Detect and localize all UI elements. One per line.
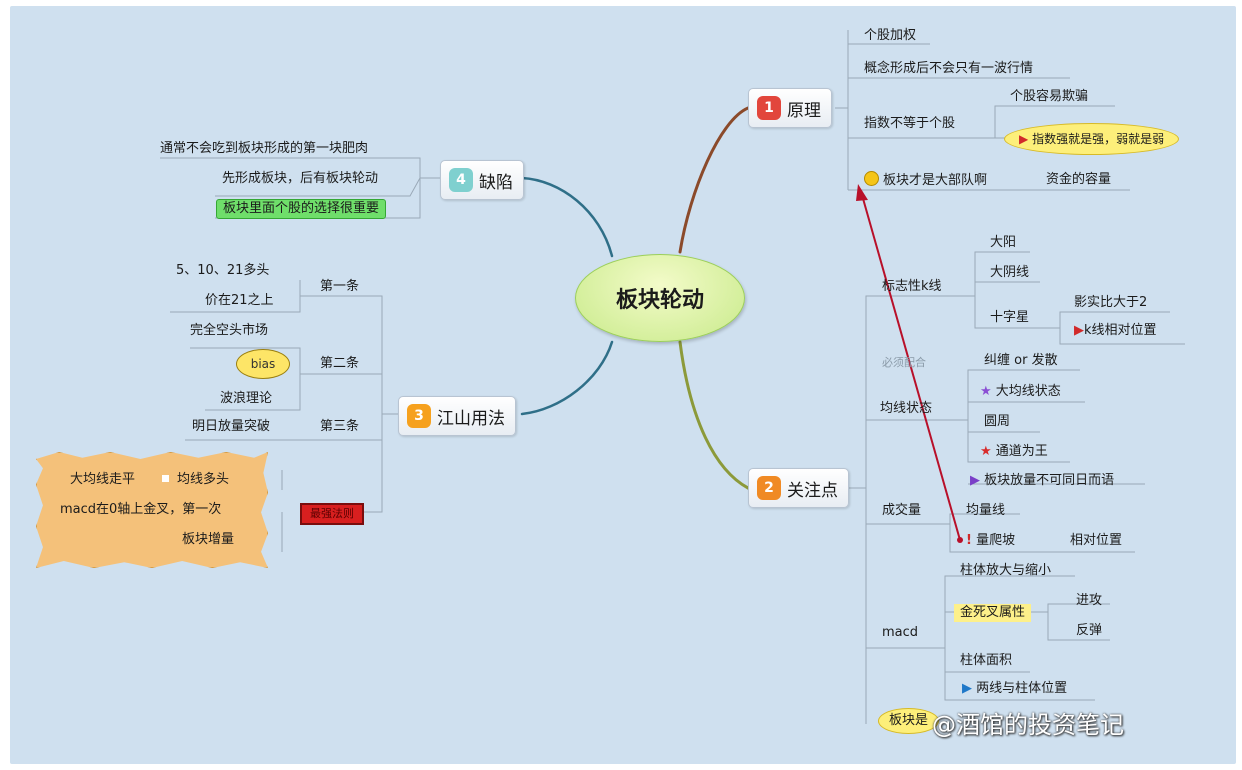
node-rebound[interactable]: 反弹 [1076,623,1103,638]
node-strongest-rule[interactable]: 最强法则 [300,503,364,525]
node-label: 两线与柱体位置 [976,681,1068,696]
node-volume-climb[interactable]: ! 量爬坡 [966,532,1015,550]
topic-principle[interactable]: 1 原理 [748,88,832,128]
topic-label: 关注点 [787,480,838,501]
node-sector-first[interactable]: 先形成板块，后有板块轮动 [222,171,379,186]
node-lines-bars[interactable]: ▶ 两线与柱体位置 [962,680,1067,698]
node-relative-position[interactable]: 相对位置 [1070,533,1123,548]
node-wave-theory[interactable]: 波浪理论 [220,391,273,406]
rule-1[interactable]: 第一条 [320,279,360,294]
node-sector-army[interactable]: 板块才是大部队啊 [864,171,987,190]
topic-usage[interactable]: 3 江山用法 [398,396,516,436]
topic-label: 原理 [787,100,821,121]
node-attack[interactable]: 进攻 [1076,593,1103,608]
flag-icon: ▶ [970,473,980,488]
node-capital-capacity[interactable]: 资金的容量 [1046,172,1112,187]
node-macd-golden-cross[interactable]: macd在0轴上金叉，第一次 [60,502,222,517]
node-avg-volume[interactable]: 均量线 [966,503,1006,518]
topic-label: 缺陷 [479,172,513,193]
node-label: 板块才是大部队啊 [883,173,988,188]
node-sector-increment[interactable]: 板块增量 [182,532,235,547]
node-index-strong-weak[interactable]: ▶ 指数强就是强，弱就是弱 [1004,123,1180,155]
node-ma-state[interactable]: 均线状态 [880,401,933,416]
node-bar-area[interactable]: 柱体面积 [960,653,1013,668]
node-bias[interactable]: bias [236,349,290,379]
flag-icon: ▶ [1019,132,1029,146]
node-label: 大均线状态 [995,384,1061,399]
square-icon [162,475,169,482]
node-circle[interactable]: 圆周 [984,414,1011,429]
node-channel-king[interactable]: ★ 通道为王 [980,443,1048,461]
node-label: 通道为王 [995,444,1048,459]
exclamation-icon: ! [966,533,972,548]
smiley-icon [864,171,879,186]
node-k-relative[interactable]: ▶k线相对位置 [1074,322,1157,340]
node-label: 量爬坡 [976,533,1016,548]
node-volume[interactable]: 成交量 [882,503,922,518]
node-entangle-diverge[interactable]: 纠缠 or 发散 [984,353,1058,368]
node-volume-breakout[interactable]: 明日放量突破 [192,419,271,434]
node-miss-first-meat[interactable]: 通常不会吃到板块形成的第一块肥肉 [160,141,369,156]
watermark: @酒馆的投资笔记 [932,711,1124,739]
star-icon: ★ [980,444,992,459]
number-badge: 2 [757,476,781,500]
node-price-above-21[interactable]: 价在21之上 [205,293,274,308]
number-badge: 4 [449,168,473,192]
star-icon: ★ [980,384,992,399]
central-topic[interactable]: 板块轮动 [575,254,745,342]
node-ma-long[interactable]: 均线多头 [162,471,229,489]
node-label: 均线多头 [177,472,230,487]
node-big-yin[interactable]: 大阴线 [990,265,1030,280]
node-label: 指数强就是强，弱就是弱 [1032,132,1165,146]
topic-label: 江山用法 [437,408,505,429]
node-index-vs-stock[interactable]: 指数不等于个股 [864,116,956,131]
node-concept-rally[interactable]: 概念形成后不会只有一波行情 [864,61,1034,76]
rule-2[interactable]: 第二条 [320,356,360,371]
node-weighted-stocks[interactable]: 个股加权 [864,28,917,43]
node-macd[interactable]: macd [882,625,919,640]
node-label: 板块放量不可同日而语 [984,473,1115,488]
node-stock-deceive[interactable]: 个股容易欺骗 [1010,89,1089,104]
node-sector-volume[interactable]: ▶ 板块放量不可同日而语 [970,472,1114,490]
node-signature-k[interactable]: 标志性k线 [882,279,942,294]
node-big-ma-flat[interactable]: 大均线走平 [70,472,136,487]
topic-focus[interactable]: 2 关注点 [748,468,849,508]
node-big-ma-state[interactable]: ★ 大均线状态 [980,383,1061,401]
number-badge: 1 [757,96,781,120]
node-stock-selection[interactable]: 板块里面个股的选择很重要 [216,199,387,219]
note-must-combine: 必须配合 [882,356,926,369]
node-cross-attr[interactable]: 金死叉属性 [954,604,1032,622]
node-big-yang[interactable]: 大阳 [990,235,1017,250]
cloud-callout [36,452,268,568]
node-full-bear[interactable]: 完全空头市场 [190,323,269,338]
node-bar-size[interactable]: 柱体放大与缩小 [960,563,1052,578]
flag-icon: ▶ [962,681,972,696]
node-label: k线相对位置 [1084,323,1157,338]
node-ma-bullish[interactable]: 5、10、21多头 [176,263,270,278]
topic-defects[interactable]: 4 缺陷 [440,160,524,200]
flag-icon: ▶ [1074,323,1084,338]
rule-3[interactable]: 第三条 [320,419,360,434]
node-shadow-ratio[interactable]: 影实比大于2 [1074,295,1148,310]
number-badge: 3 [407,404,431,428]
node-sector-is[interactable]: 板块是 [878,708,940,734]
node-doji[interactable]: 十字星 [990,310,1030,325]
